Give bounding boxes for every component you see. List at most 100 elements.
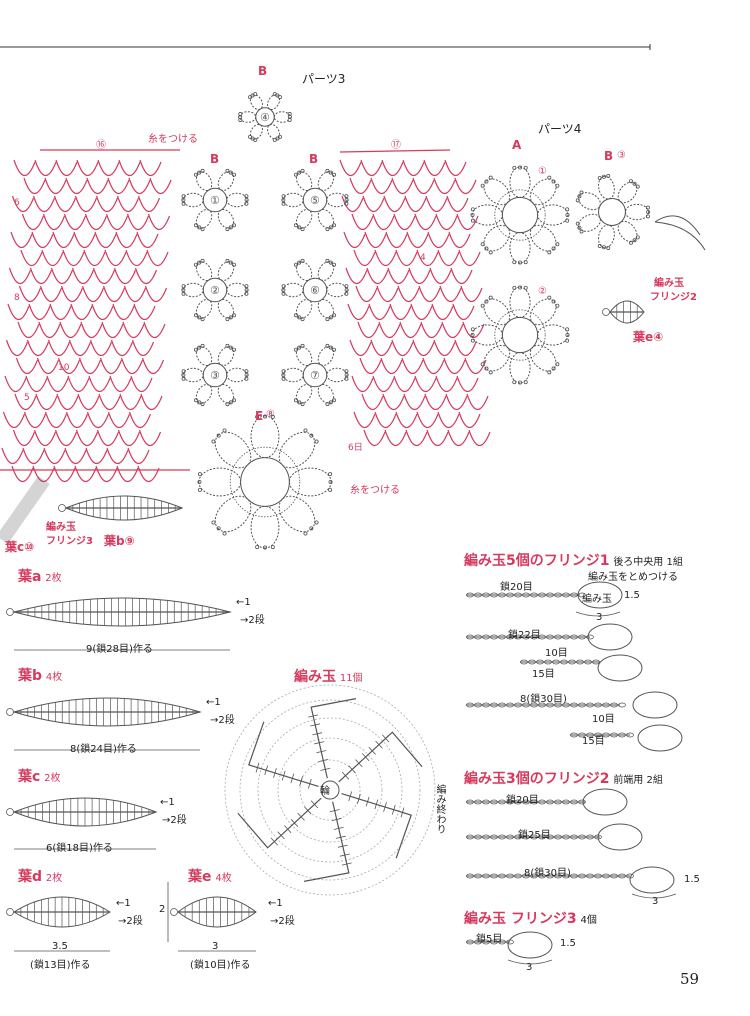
- mesh-arc: [351, 213, 374, 231]
- chain-stitch: [602, 873, 610, 879]
- amidama-stitch: [308, 714, 319, 718]
- picot: [197, 260, 202, 265]
- fringe-charts: [466, 215, 706, 965]
- picot: [328, 260, 333, 265]
- mesh-arc: [49, 303, 72, 321]
- mesh-arc: [5, 339, 29, 357]
- chain-stitch: [514, 592, 522, 598]
- chain-stitch: [584, 659, 592, 665]
- leaf-e-row1: ←1: [268, 898, 283, 909]
- amidama-stitch: [333, 826, 344, 830]
- motif-petal: [471, 204, 503, 226]
- chain-stitch: [490, 702, 498, 708]
- amidama-fringe2-label-1: 編み玉: [654, 278, 684, 289]
- mesh-arc: [126, 213, 150, 231]
- leaf-b-title: 葉b 4枚: [18, 668, 63, 684]
- amidama-fringe3-label-1: 編み玉: [46, 522, 76, 533]
- chain-stitch: [514, 634, 522, 640]
- picot: [565, 327, 570, 332]
- chain-stitch: [482, 939, 490, 945]
- motif-3: ③: [181, 343, 249, 407]
- chain-stitch: [538, 873, 546, 879]
- motif-petal: [195, 384, 213, 404]
- mesh-arc: [11, 195, 35, 213]
- mesh-arc: [441, 321, 464, 339]
- picot: [281, 194, 286, 199]
- amidama-stitch: [341, 771, 350, 780]
- chain-stitch: [522, 702, 530, 708]
- amidama-stitch: [277, 831, 285, 840]
- mesh-arc: [339, 159, 362, 177]
- motif-petal: [278, 431, 316, 469]
- leaf-start: [6, 808, 14, 816]
- picot: [281, 197, 286, 202]
- picot: [331, 172, 336, 177]
- mesh-arc: [412, 339, 435, 357]
- picot: [331, 262, 336, 267]
- fringe1-10a: 10目: [545, 648, 568, 659]
- chain-stitch: [474, 634, 482, 640]
- fringe1-ball-label: 編み玉: [582, 594, 612, 605]
- amidama-stitch: [339, 853, 350, 857]
- motif-petal: [598, 224, 615, 249]
- chain-stitch: [546, 834, 554, 840]
- fringe3-dim-w: 3: [526, 962, 533, 973]
- picot: [555, 242, 560, 247]
- leaf-b-row1: ←1: [206, 697, 221, 708]
- picot: [344, 369, 349, 374]
- leaf-d-chart: [6, 896, 111, 928]
- mesh-arc: [359, 357, 382, 375]
- mesh-arc: [374, 249, 397, 267]
- amidama-stitch: [348, 765, 356, 774]
- chain-stitch: [522, 634, 530, 640]
- mesh-arc: [147, 213, 171, 231]
- mesh-arc: [11, 465, 34, 483]
- leaf-c-title: 葉c 2枚: [18, 769, 61, 785]
- mesh-arc: [99, 357, 123, 375]
- picot: [309, 526, 314, 531]
- chain-stitch: [528, 659, 536, 665]
- mesh-arc: [81, 285, 105, 303]
- mesh-arc: [353, 411, 376, 429]
- picot: [281, 369, 286, 374]
- leaf-a-title: 葉a 2枚: [18, 569, 62, 585]
- fringe2-sample: [654, 215, 706, 251]
- mesh-arc: [110, 339, 134, 357]
- picot: [225, 317, 230, 322]
- picot: [225, 343, 230, 348]
- mesh-arc: [23, 411, 47, 429]
- mesh-arc: [53, 195, 77, 213]
- chain-stitch: [546, 592, 554, 598]
- picot: [281, 291, 286, 296]
- part4-label: パーツ4: [538, 122, 582, 136]
- mesh-arc: [38, 321, 61, 339]
- fringe1-15a: 15目: [532, 669, 555, 680]
- chain-stitch: [506, 634, 514, 640]
- leaf-d-row1: ←1: [116, 898, 131, 909]
- picot: [565, 332, 570, 337]
- mesh-arc: [357, 321, 380, 339]
- mesh-arc: [80, 321, 103, 339]
- amidama-stitch: [357, 794, 361, 804]
- amidama-stitch: [312, 732, 323, 736]
- motif-label-b-left: B: [210, 152, 220, 166]
- mesh-arc: [424, 393, 447, 411]
- chain-stitch: [506, 834, 514, 840]
- picot: [200, 227, 205, 232]
- motif-petal: [195, 346, 213, 366]
- leaf-a-chart: [6, 597, 232, 627]
- picot: [300, 317, 305, 322]
- mesh-arc: [76, 159, 99, 177]
- picot: [197, 472, 202, 477]
- chain-stitch: [562, 634, 570, 640]
- motif-ring: [302, 187, 328, 213]
- chain-stitch: [530, 702, 538, 708]
- chain-stitch: [562, 592, 570, 598]
- mesh-arc: [370, 177, 393, 195]
- fringe2-dim-w: 3: [652, 896, 659, 907]
- motif-petal: [198, 467, 242, 497]
- picot: [547, 370, 552, 375]
- chain-stitch: [498, 834, 506, 840]
- leaf-e4-label: 葉e④: [633, 330, 664, 344]
- picot: [470, 212, 475, 217]
